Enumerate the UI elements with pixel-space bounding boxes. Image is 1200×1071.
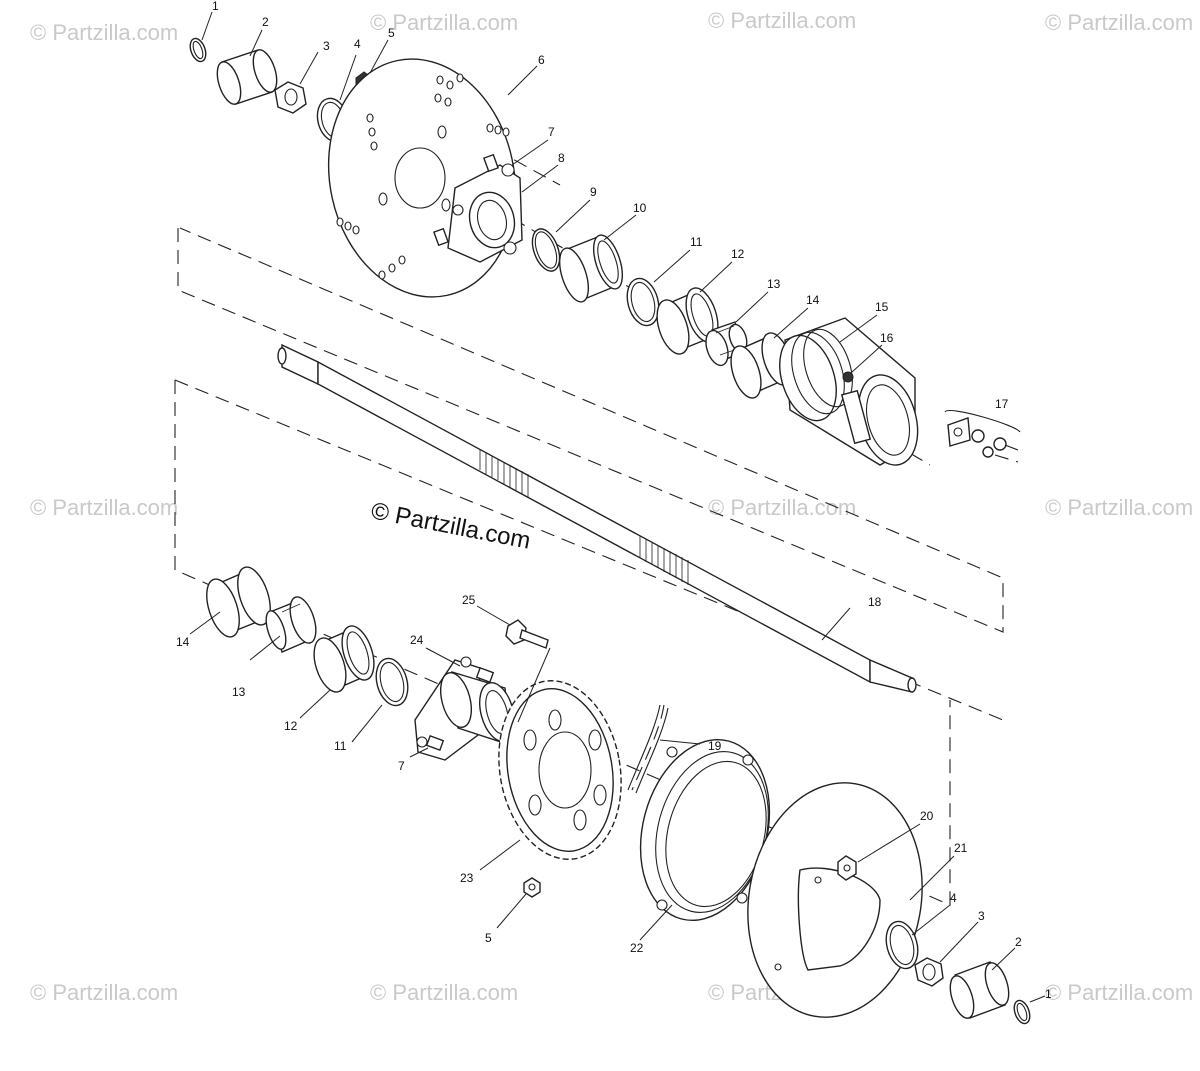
bearing-race-12-top <box>656 287 719 355</box>
callout-7: 7 <box>548 125 555 139</box>
callout-15: 15 <box>875 300 889 314</box>
callout-22: 22 <box>630 941 644 955</box>
clamp-hardware-17 <box>944 410 1021 463</box>
tapered-bearing-13-top <box>705 321 748 367</box>
watermark-text: © Partzilla.com <box>370 10 518 35</box>
callout-11: 11 <box>690 235 703 249</box>
watermark-text: © Partzilla.com <box>370 980 518 1005</box>
bushing-top <box>216 49 278 105</box>
callout-13: 13 <box>767 277 781 291</box>
callout-17: 17 <box>995 397 1009 411</box>
snap-ring-bottom <box>1013 999 1031 1025</box>
callout-1: 1 <box>212 0 219 13</box>
callout-16: 16 <box>880 331 894 345</box>
callout-21: 21 <box>954 841 968 855</box>
watermark-text: © Partzilla.com <box>1045 495 1193 520</box>
washer-bottom <box>885 920 919 970</box>
callout-4-lower: 4 <box>950 891 957 905</box>
callout-1-lower: 1 <box>1045 987 1052 1001</box>
callout-12: 12 <box>731 247 745 261</box>
callout-25: 25 <box>462 593 476 607</box>
callout-6: 6 <box>538 53 545 67</box>
bushing-bottom <box>949 961 1010 1019</box>
sprocket-hub-24 <box>414 656 515 761</box>
callout-23: 23 <box>460 871 474 885</box>
castle-nut-top <box>274 81 307 114</box>
seal-11-top <box>626 277 660 327</box>
callout-3-lower: 3 <box>978 909 985 923</box>
sprocket-guard-22 <box>639 738 771 922</box>
callout-18: 18 <box>868 595 882 609</box>
callout-2-lower: 2 <box>1015 935 1022 949</box>
axle-shaft-18 <box>277 343 917 693</box>
watermark-text: © Partzilla.com <box>30 20 178 45</box>
watermark-text: © Partzilla.com <box>708 8 856 33</box>
bearing-cup-14-bottom <box>206 566 271 638</box>
callout-labels: 1 2 3 4 5 6 7 8 9 10 11 12 13 14 15 16 1… <box>176 0 1052 1001</box>
callout-13-lower: 13 <box>232 685 246 699</box>
callout-8: 8 <box>558 151 565 165</box>
hub-top <box>433 153 523 263</box>
callout-2: 2 <box>262 15 269 29</box>
brake-disc-bottom <box>747 782 923 1018</box>
center-watermark-text: © Partzilla.com <box>369 497 533 554</box>
callout-11-lower: 11 <box>334 739 347 753</box>
callout-14: 14 <box>806 293 820 307</box>
leader-lines <box>189 11 1046 1003</box>
tapered-bearing-13-bottom <box>265 596 317 653</box>
bolt-25 <box>505 619 549 649</box>
callout-14-lower: 14 <box>176 635 190 649</box>
sprocket-23 <box>498 680 622 860</box>
watermark-layer: © Partzilla.com © Partzilla.com © Partzi… <box>30 8 1193 1005</box>
callout-4: 4 <box>354 37 361 51</box>
snap-ring-9 <box>531 228 561 272</box>
grease-fitting-16 <box>842 371 854 383</box>
bearing-carrier-15 <box>779 317 919 466</box>
shaft-splines <box>479 450 689 585</box>
watermark-text: © Partzilla.com <box>30 980 178 1005</box>
seal-11-bottom <box>375 657 409 707</box>
drive-chain-19 <box>627 704 669 794</box>
callout-9: 9 <box>590 185 597 199</box>
bearing-10 <box>558 234 624 303</box>
callout-5: 5 <box>388 26 395 40</box>
callout-7-lower: 7 <box>398 759 405 773</box>
callout-10: 10 <box>633 201 647 215</box>
snap-ring-top <box>189 37 207 63</box>
nut-bottom <box>523 877 541 898</box>
watermark-text: © Partzilla.com <box>1045 10 1193 35</box>
callout-5-lower: 5 <box>485 931 492 945</box>
watermark-text: © Partzilla.com <box>30 495 178 520</box>
callout-24: 24 <box>410 633 424 647</box>
callout-12-lower: 12 <box>284 719 298 733</box>
bearing-race-12-bottom <box>313 625 375 693</box>
watermark-text: © Partzilla.com <box>1045 980 1193 1005</box>
watermark-text: © Partzilla.com <box>708 495 856 520</box>
callout-19: 19 <box>708 739 722 753</box>
callout-20: 20 <box>920 809 934 823</box>
castle-nut-bottom <box>914 957 944 987</box>
callout-3: 3 <box>323 39 330 53</box>
